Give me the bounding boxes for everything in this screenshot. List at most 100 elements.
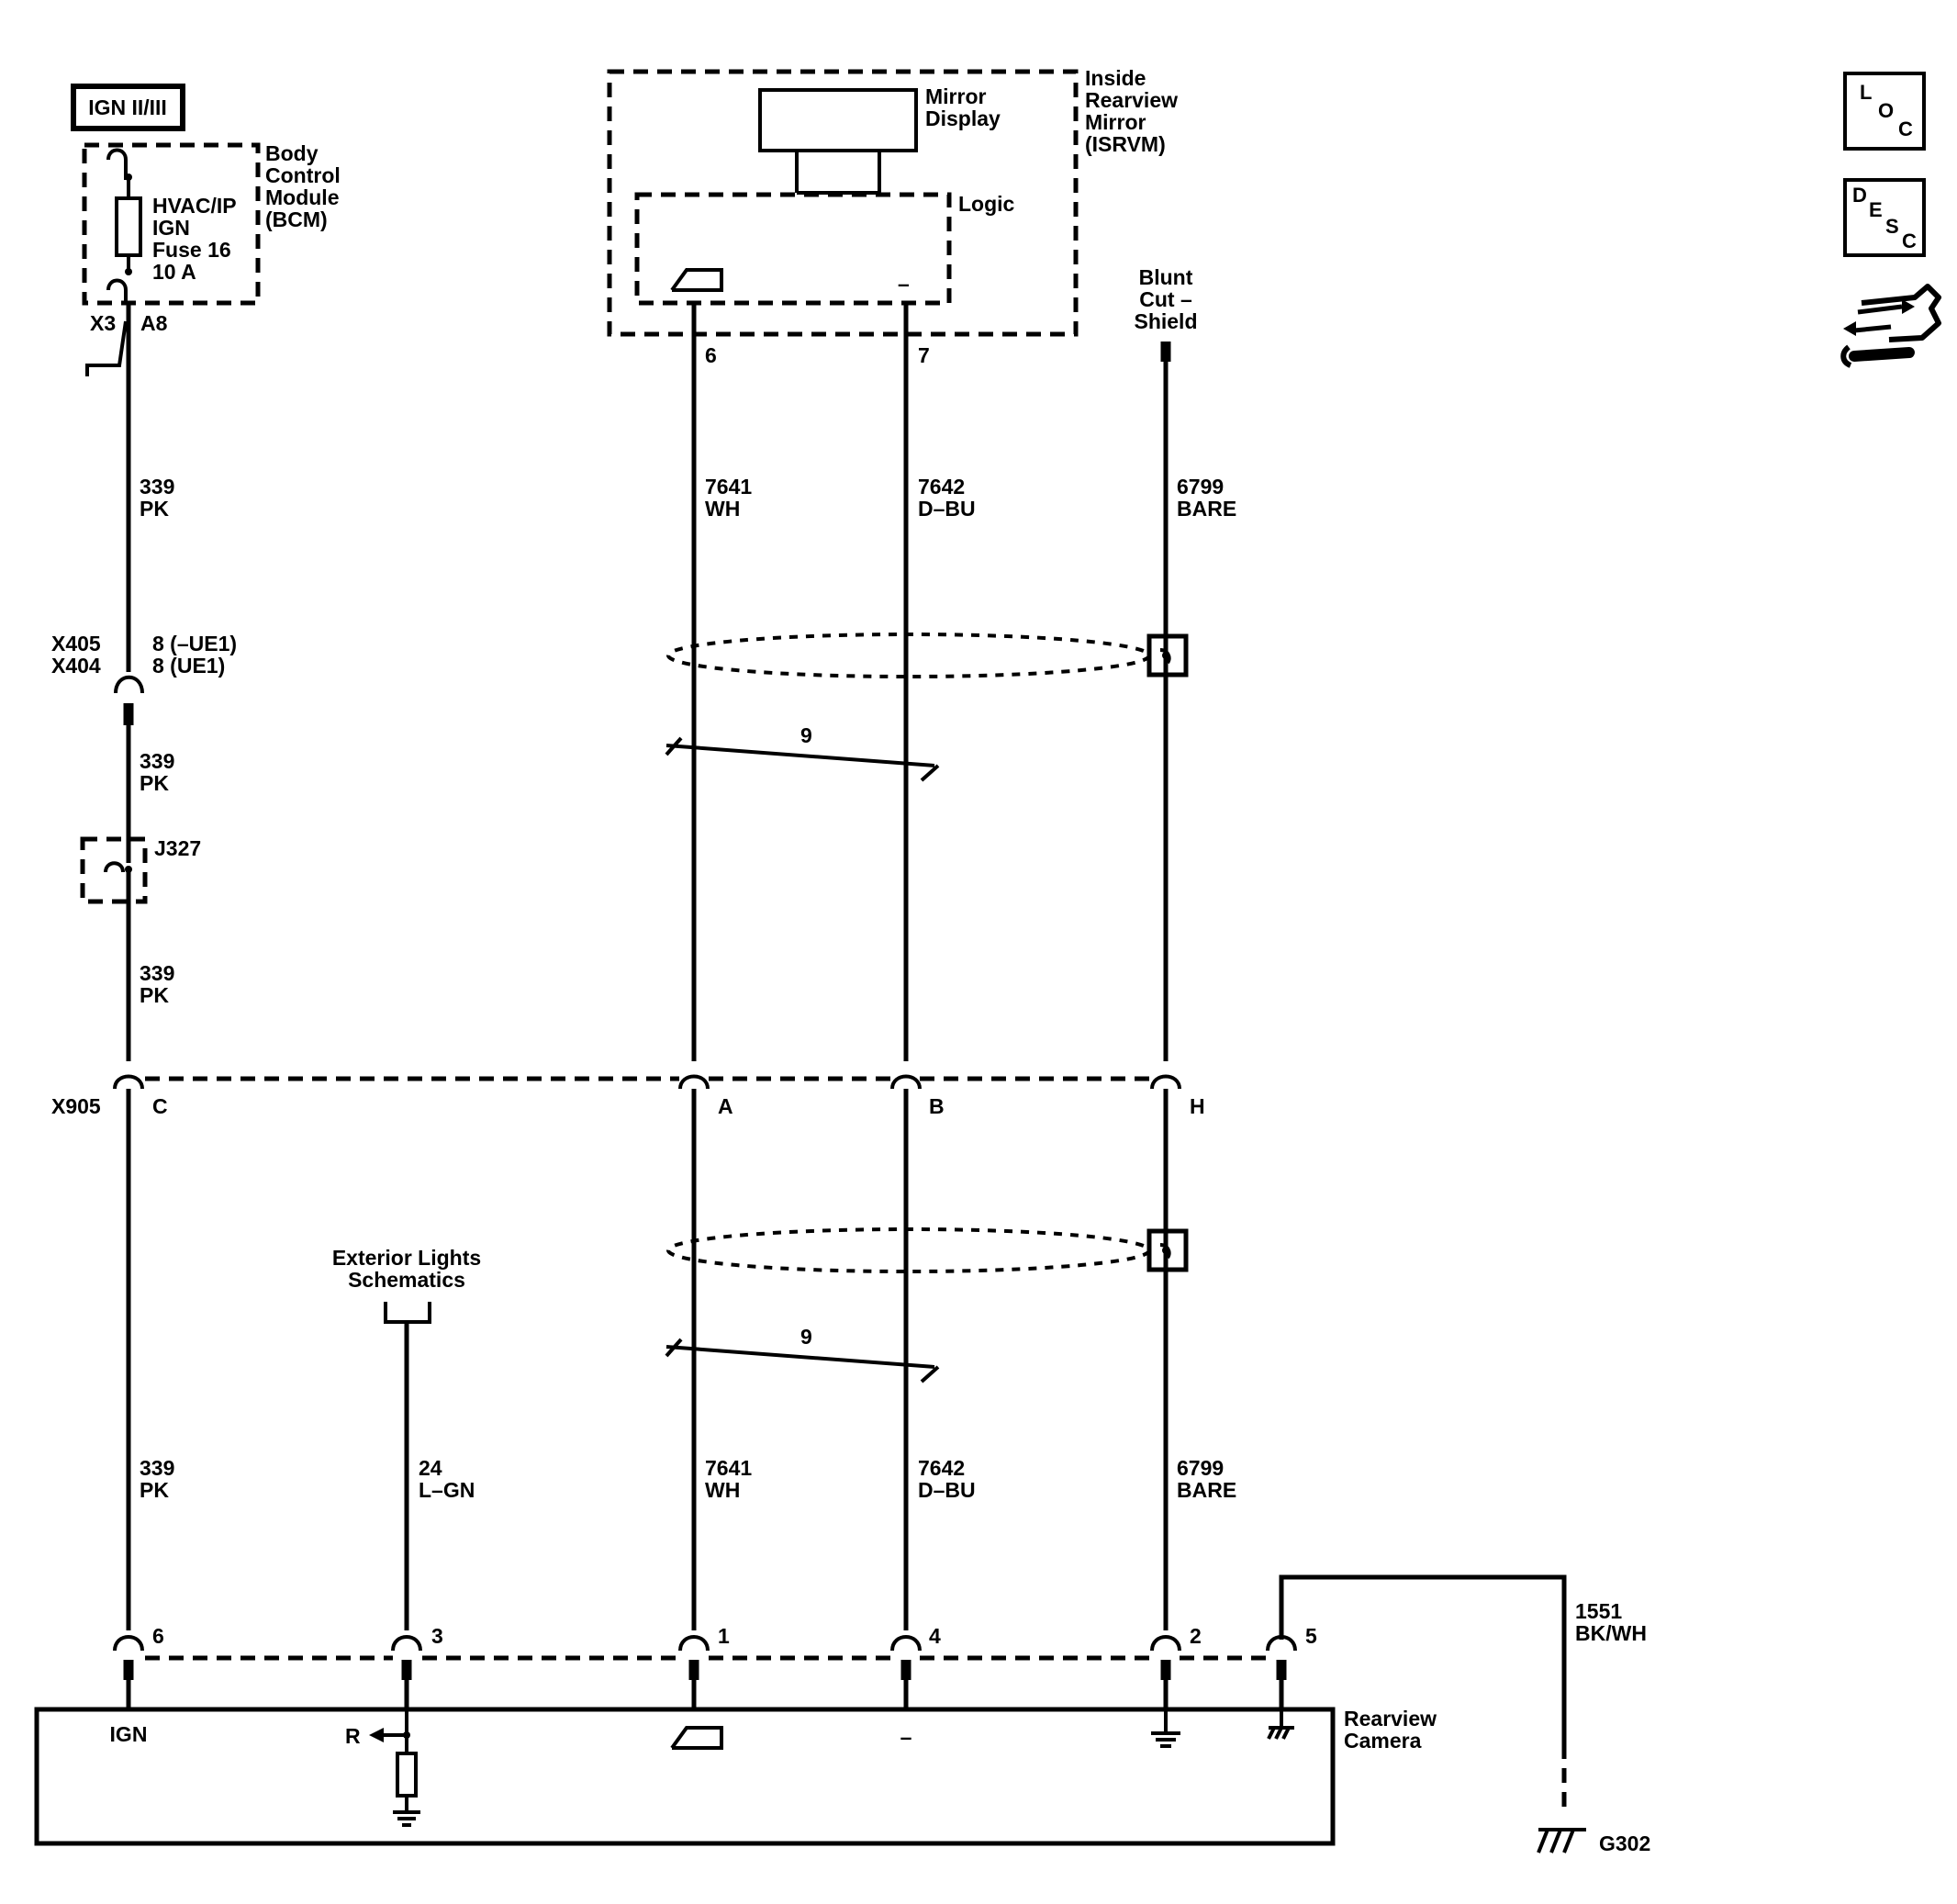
loc-letter-c: C	[1898, 118, 1913, 140]
j327-splice: J327	[80, 836, 201, 904]
exterior-lights-label-1: Exterior Lights	[332, 1246, 481, 1270]
wire-7641-circuit-upper: 7641	[705, 475, 752, 498]
wire-24-circuit: 24	[419, 1456, 442, 1480]
loc-letter-o: O	[1878, 99, 1894, 122]
x405-pin: 8 (–UE1)	[152, 632, 237, 655]
wire-1551-color: BK/WH	[1575, 1621, 1647, 1645]
loc-letter-l: L	[1860, 81, 1872, 104]
isrvm-pin-7: 7	[918, 343, 930, 367]
twist-marker-upper: 9	[665, 723, 940, 782]
blunt-cut-label-1: Blunt	[1139, 265, 1193, 289]
wire-7641-circuit-lower: 7641	[705, 1456, 752, 1480]
wire-7642-color-upper: D–BU	[918, 497, 976, 521]
wire-6799-circuit-lower: 6799	[1177, 1456, 1224, 1480]
exterior-lights-reference: Exterior Lights Schematics	[332, 1246, 481, 1630]
desc-letter-c: C	[1902, 230, 1917, 252]
fuse-line-1: HVAC/IP	[152, 194, 237, 218]
wire-6799-circuit-upper: 6799	[1177, 475, 1224, 498]
wire-7642-color-lower: D–BU	[918, 1478, 976, 1502]
wire-6799-color-upper: BARE	[1177, 497, 1236, 521]
rearview-camera: IGN R – Rearview Camera	[34, 1680, 1437, 1846]
x905-connector	[113, 1074, 1181, 1090]
loc-icon[interactable]: L O C	[1843, 72, 1926, 151]
wire-1551-circuit: 1551	[1575, 1599, 1622, 1623]
desc-letter-e: E	[1869, 198, 1883, 221]
isrvm-name-2: Rearview	[1085, 88, 1178, 112]
wire-339-color-1: PK	[140, 497, 169, 521]
wire-7642-circuit-upper: 7642	[918, 475, 965, 498]
camera-pin-4: 4	[929, 1624, 941, 1648]
camera-name-2: Camera	[1344, 1729, 1422, 1753]
pulldown-resistor	[396, 1752, 418, 1798]
bcm-name-2: Control	[265, 163, 341, 187]
logic-box	[634, 192, 952, 306]
x905-pin-c: C	[152, 1094, 168, 1118]
bcm-name-4: (BCM)	[265, 207, 328, 231]
x905-pin-h: H	[1190, 1094, 1205, 1118]
camera-video-symbol	[670, 1726, 723, 1750]
mirror-display-label-2: Display	[925, 106, 1001, 130]
isrvm-module: Mirror Display Logic – Inside Rearview M…	[607, 66, 1178, 337]
x404-connector	[114, 675, 144, 694]
shield-lower	[666, 1227, 1189, 1273]
bcm-name-1: Body	[265, 141, 319, 165]
x905-pin-b: B	[929, 1094, 945, 1118]
fuse-line-2: IGN	[152, 216, 190, 240]
camera-r-label: R	[345, 1724, 361, 1748]
bcm-pin-a8: A8	[140, 311, 168, 335]
camera-neg-symbol: –	[900, 1725, 912, 1749]
camera-pin-6: 6	[152, 1624, 164, 1648]
x905-pin-a: A	[718, 1094, 733, 1118]
camera-pin-5: 5	[1305, 1624, 1317, 1648]
wire-339-color-3: PK	[140, 983, 169, 1007]
isrvm-neg-symbol: –	[898, 272, 910, 296]
wire-339-circuit-2: 339	[140, 749, 174, 773]
bcm-module: HVAC/IP IGN Fuse 16 10 A Body Control Mo…	[82, 141, 341, 306]
bcm-connector-x3: X3	[90, 311, 116, 335]
j327-label: J327	[154, 836, 201, 860]
blunt-cut-label-2: Cut –	[1139, 287, 1192, 311]
logic-label: Logic	[958, 192, 1015, 216]
fuse-line-4: 10 A	[152, 260, 196, 284]
wire-339-color-lower: PK	[140, 1478, 169, 1502]
isrvm-name-4: (ISRVM)	[1085, 132, 1166, 156]
fuse-symbol	[115, 196, 142, 257]
twist-count-lower: 9	[800, 1325, 812, 1349]
wire-7642-circuit-lower: 7642	[918, 1456, 965, 1480]
x404-label: X404	[51, 654, 101, 678]
ground-g302-label: G302	[1599, 1831, 1650, 1855]
wire-339-circuit-lower: 339	[140, 1456, 174, 1480]
desc-icon[interactable]: D E S C	[1843, 178, 1926, 257]
wire-339-color-2: PK	[140, 771, 169, 795]
mirror-display-label-1: Mirror	[925, 84, 987, 108]
ground-wire-1551: G302	[1279, 1574, 1650, 1855]
x405-label: X405	[51, 632, 101, 655]
blunt-cut-label-3: Shield	[1134, 309, 1197, 333]
twist-count-upper: 9	[800, 723, 812, 747]
camera-pin-3: 3	[431, 1624, 443, 1648]
isrvm-name-1: Inside	[1085, 66, 1146, 90]
bcm-name-3: Module	[265, 185, 340, 209]
repair-procedure-icon[interactable]	[1840, 284, 1941, 368]
isrvm-name-3: Mirror	[1085, 110, 1146, 134]
desc-letter-d: D	[1852, 184, 1867, 207]
wire-7641-color-lower: WH	[705, 1478, 740, 1502]
desc-letter-s: S	[1885, 215, 1899, 238]
x905-label: X905	[51, 1094, 101, 1118]
isrvm-pin-6: 6	[705, 343, 717, 367]
wire-339-circuit-3: 339	[140, 961, 174, 985]
shield-upper	[666, 633, 1189, 678]
ign-power-label: IGN II/III	[71, 84, 185, 131]
wire-24-color: L–GN	[419, 1478, 475, 1502]
camera-pin-2: 2	[1190, 1624, 1202, 1648]
reverse-input-arrow	[369, 1728, 384, 1742]
video-signal-symbol	[670, 268, 723, 292]
ign-power-text: IGN II/III	[88, 95, 167, 119]
mirror-display-box	[758, 88, 918, 152]
camera-ign-label: IGN	[110, 1722, 148, 1746]
exterior-lights-label-2: Schematics	[348, 1268, 465, 1292]
camera-name-1: Rearview	[1344, 1707, 1437, 1730]
wire-7641-color-upper: WH	[705, 497, 740, 521]
twist-marker-lower: 9	[665, 1325, 940, 1383]
